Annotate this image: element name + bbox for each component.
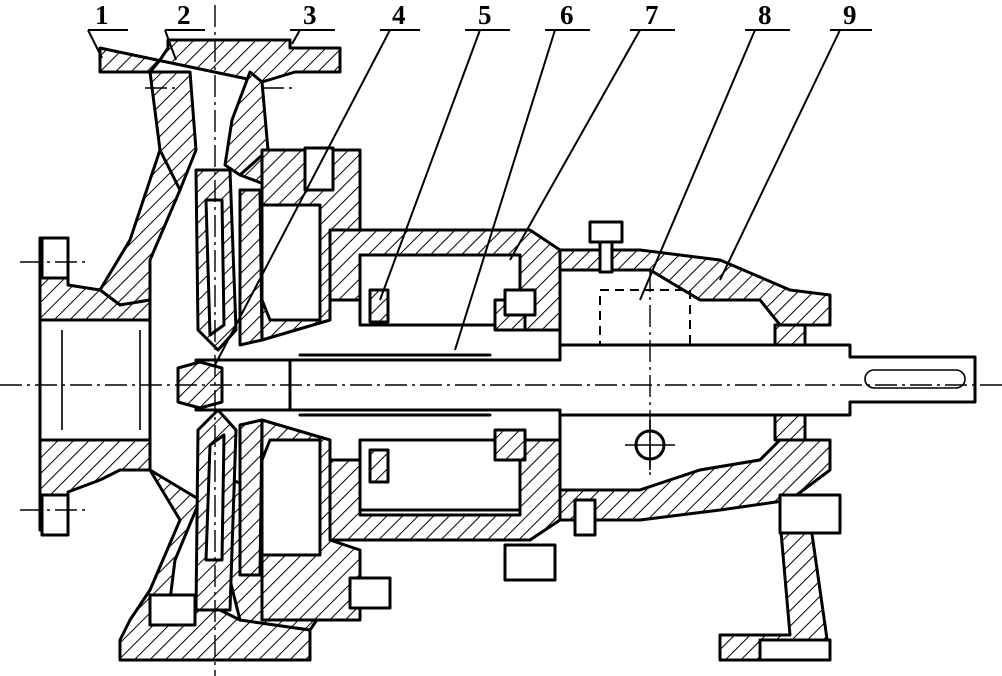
- callout-5: 5: [478, 0, 492, 30]
- pump-cover: [260, 148, 362, 622]
- pump-shaft: [176, 343, 977, 417]
- callout-1: 1: [95, 0, 109, 30]
- callout-2: 2: [177, 0, 191, 30]
- bolts: [40, 146, 842, 627]
- center-lines: [0, 5, 1002, 676]
- callout-6: 6: [560, 0, 574, 30]
- callout-7: 7: [645, 0, 659, 30]
- leader-lines: [87, 29, 872, 366]
- callout-3: 3: [303, 0, 317, 30]
- callout-4: 4: [392, 0, 406, 30]
- callout-9: 9: [843, 0, 857, 30]
- callout-labels: 1 2 3 4 5 6 7 8 9: [95, 0, 857, 30]
- callout-8: 8: [758, 0, 772, 30]
